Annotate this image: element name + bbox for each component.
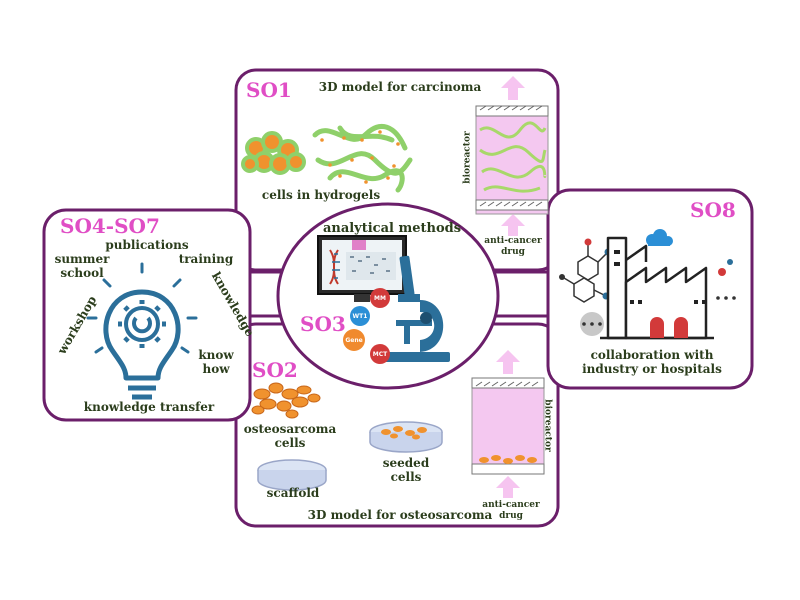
osteo-line1: osteosarcoma (243, 422, 337, 436)
factory-icon (600, 236, 714, 340)
hydrogel-icon (312, 123, 413, 193)
so2-heading: SO2 (252, 358, 298, 382)
seeded-line2: cells (390, 470, 422, 484)
so1-drug-label: anti-cancer drug (478, 236, 548, 258)
so2-drug-line2: drug (499, 511, 523, 521)
rays-icon (86, 262, 198, 354)
flow-arrow-icon (501, 76, 525, 100)
know-how-label: know how (196, 348, 236, 376)
so2-drug-label: anti-cancer drug (476, 500, 546, 522)
lightbulb-icon (103, 289, 181, 400)
bubble-text-4: MCT (373, 351, 388, 358)
cloud-icon (646, 229, 673, 246)
scaffold-icon (257, 459, 327, 491)
so8-caption-line1: collaboration with (590, 348, 714, 362)
microscope-icon (380, 255, 450, 362)
so3-heading: SO3 (300, 312, 346, 336)
so8-heading: SO8 (690, 198, 736, 222)
seeded-line1: seeded (382, 456, 430, 470)
summer-line1: summer (54, 252, 110, 266)
so2-title: 3D model for osteosarcoma (307, 508, 493, 522)
publications-label: publications (105, 238, 189, 252)
training-label: training (178, 252, 234, 266)
bubbles-icon (343, 288, 390, 364)
knowledge-transfer-label: knowledge transfer (83, 400, 215, 414)
drug-arrow-icon (501, 214, 525, 236)
so1-heading: SO1 (246, 78, 292, 102)
summer-line2: school (60, 266, 104, 280)
molecule-nodes-icon (559, 238, 612, 300)
so8-caption: collaboration with industry or hospitals (566, 348, 738, 376)
so8-caption-line2: industry or hospitals (582, 362, 722, 376)
bubble-text-1: MM (374, 295, 386, 302)
so2-bioreactor-icon (471, 377, 545, 475)
so1-drug-line2: drug (501, 247, 525, 257)
so2-drug-line1: anti-cancer (482, 500, 540, 510)
so2-drug-arrow-icon (496, 476, 520, 498)
so4-heading: SO4-SO7 (60, 214, 160, 238)
molecule-icon (563, 244, 609, 303)
so2-flow-arrow-icon (496, 350, 520, 374)
dots-icon (582, 296, 736, 326)
red-dot-icon (718, 268, 726, 276)
know-how-line2: how (202, 362, 230, 376)
seeded-cells-icon (369, 421, 443, 453)
cells-in-hydrogels-label: cells in hydrogels (261, 188, 381, 202)
osteosarcoma-cells-icon (251, 382, 321, 419)
know-how-line1: know (198, 348, 234, 362)
blue-dot-icon (727, 259, 733, 265)
so3-title: analytical methods (322, 221, 462, 236)
so1-title: 3D model for carcinoma (318, 80, 482, 94)
so1-drug-line1: anti-cancer (484, 236, 542, 246)
osteo-line2: cells (274, 436, 306, 450)
bioreactor-icon (475, 105, 549, 215)
bubble-text-2: WT1 (353, 313, 368, 320)
osteosarcoma-label: osteosarcoma cells (242, 422, 338, 450)
cell-cluster-icon (241, 131, 306, 175)
bubble-text-3: Gene (345, 337, 362, 344)
seeded-cells-label: seeded cells (370, 456, 442, 484)
factory-doors-icon (650, 317, 688, 338)
scaffold-label: scaffold (266, 486, 320, 500)
gear-icon (118, 300, 166, 348)
summer-school-label: summer school (52, 252, 112, 280)
